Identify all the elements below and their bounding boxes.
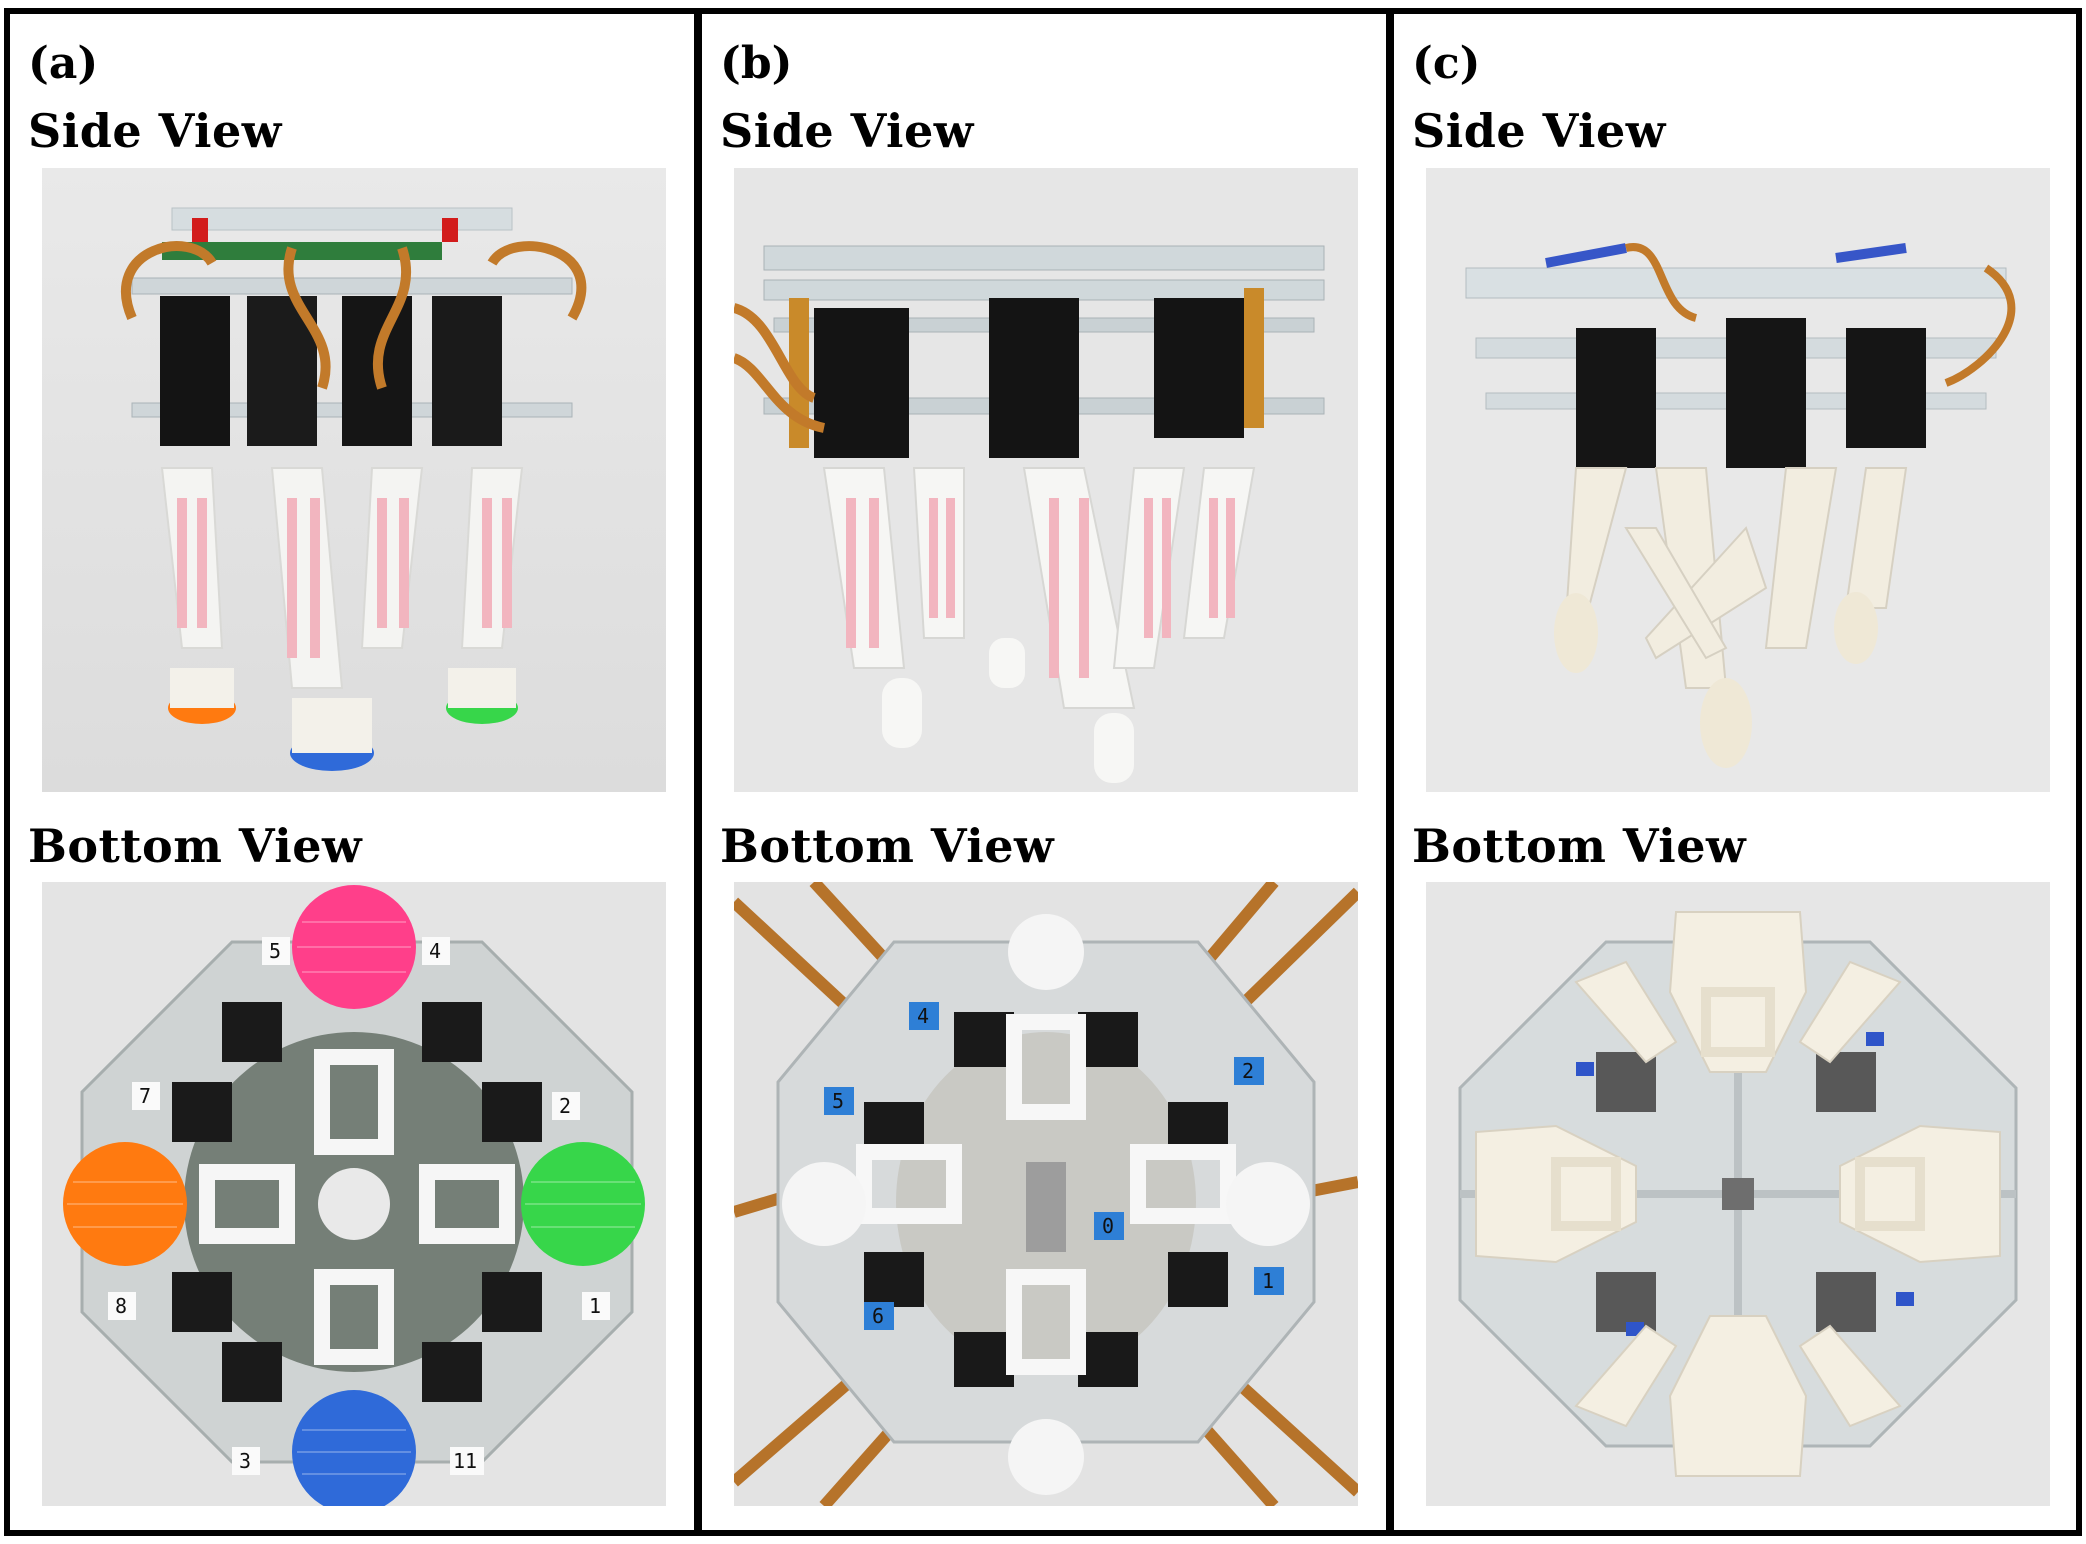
svg-text:2: 2 xyxy=(559,1094,571,1118)
side-view-label: Side View xyxy=(720,104,974,158)
panel-letter: (a) xyxy=(28,38,99,89)
svg-text:1: 1 xyxy=(589,1294,601,1318)
svg-text:4: 4 xyxy=(917,1004,929,1028)
svg-text:11: 11 xyxy=(453,1449,477,1473)
bottom-view-photo: 4 2 5 0 6 1 xyxy=(734,882,1358,1506)
bottom-view-photo xyxy=(1426,882,2050,1506)
side-view-photo xyxy=(42,168,666,792)
side-view-label: Side View xyxy=(1412,104,1666,158)
svg-text:8: 8 xyxy=(115,1294,127,1318)
bottom-view-label: Bottom View xyxy=(1412,819,1747,873)
svg-text:5: 5 xyxy=(832,1089,844,1113)
panel-a: (a) Side View xyxy=(4,8,700,1536)
svg-text:0: 0 xyxy=(1102,1214,1114,1238)
side-view-photo xyxy=(1426,168,2050,792)
svg-text:5: 5 xyxy=(269,939,281,963)
svg-text:7: 7 xyxy=(139,1084,151,1108)
side-view-label: Side View xyxy=(28,104,282,158)
bottom-view-photo: 5 4 7 2 8 1 3 11 xyxy=(42,882,666,1506)
bottom-view-label: Bottom View xyxy=(28,819,363,873)
panel-letter: (c) xyxy=(1412,38,1481,89)
side-view-photo xyxy=(734,168,1358,792)
svg-text:2: 2 xyxy=(1242,1059,1254,1083)
bottom-view-label: Bottom View xyxy=(720,819,1055,873)
svg-text:4: 4 xyxy=(429,939,441,963)
svg-text:3: 3 xyxy=(239,1449,251,1473)
panel-b: (b) Side View xyxy=(696,8,1392,1536)
svg-text:6: 6 xyxy=(872,1304,884,1328)
panel-letter: (b) xyxy=(720,38,793,89)
panel-c: (c) Side View xyxy=(1388,8,2082,1536)
svg-text:1: 1 xyxy=(1262,1269,1274,1293)
